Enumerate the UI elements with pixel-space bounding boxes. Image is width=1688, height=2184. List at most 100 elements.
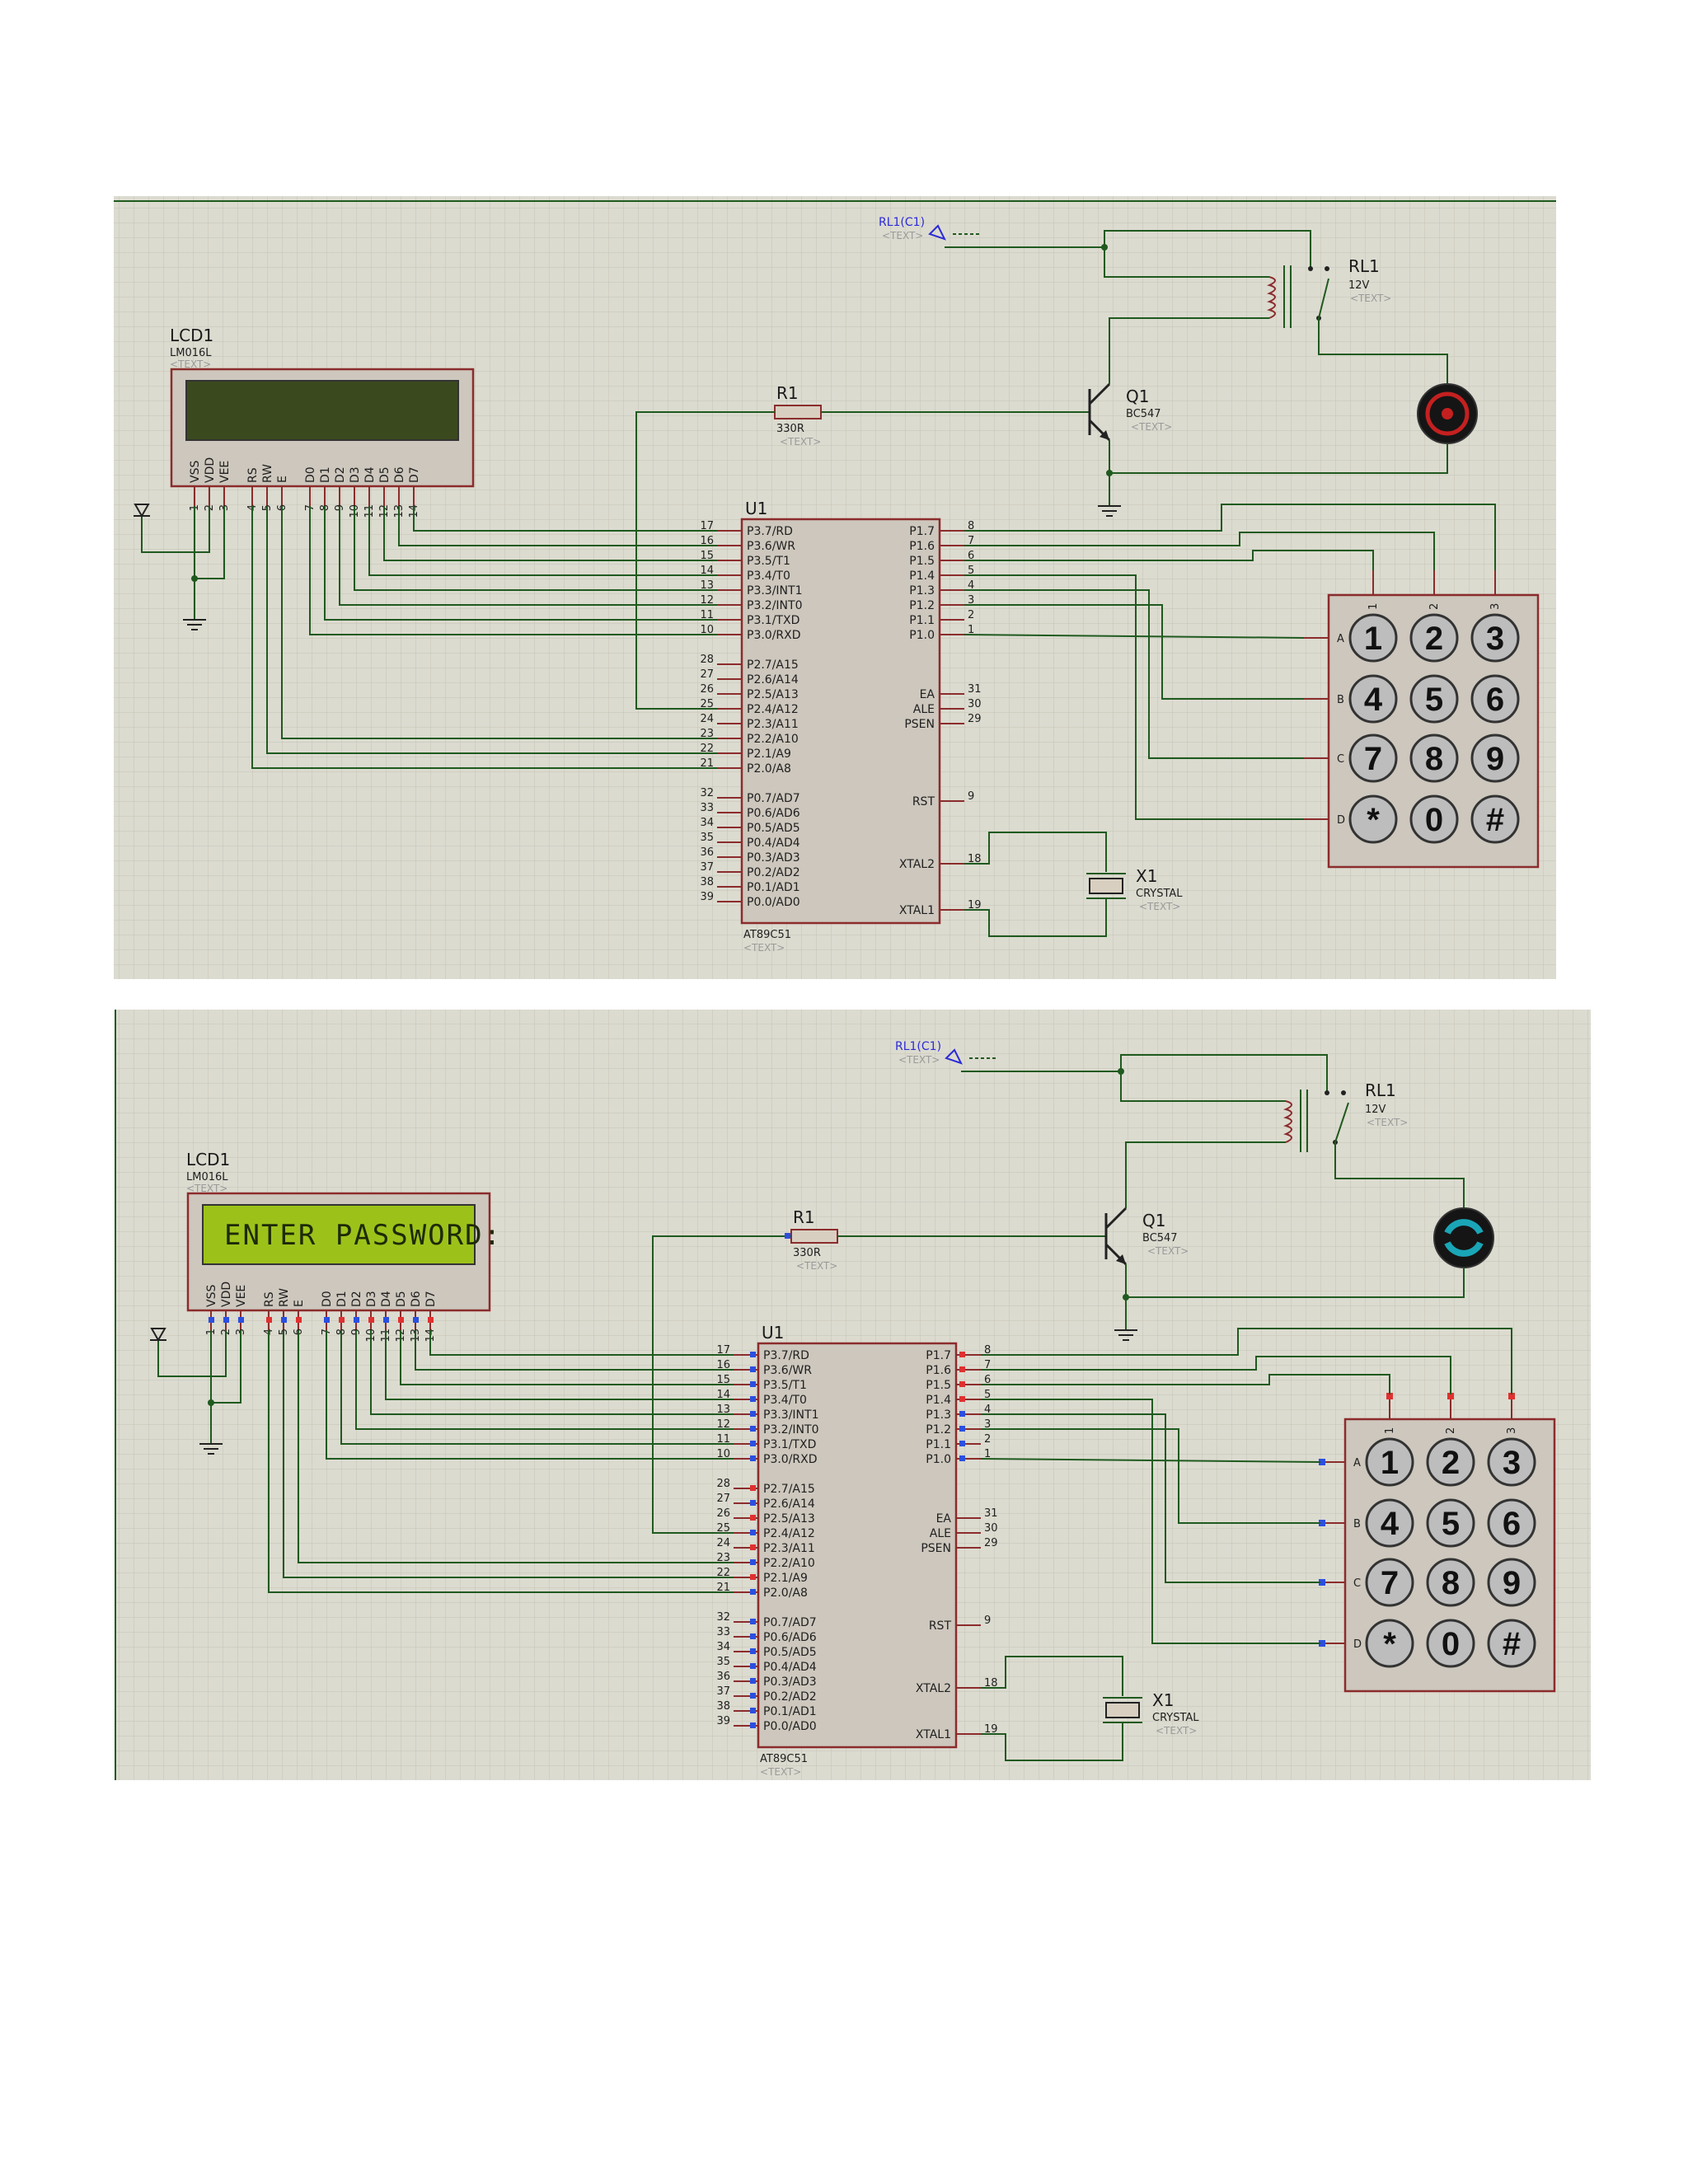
- keypad-key-7[interactable]: [1365, 1558, 1414, 1607]
- pin-state-indicator: [959, 1366, 965, 1372]
- mcu-pin-name: P2.7/A15: [747, 658, 799, 672]
- keypad-key-2[interactable]: [1409, 613, 1459, 663]
- mcu-pin-number: 13: [716, 1404, 730, 1416]
- keypad-key-9[interactable]: [1487, 1558, 1536, 1607]
- lcd-pin-name: D1: [335, 1291, 349, 1307]
- pin-state-indicator: [959, 1411, 965, 1417]
- mcu-pin-number: 37: [700, 861, 714, 874]
- mcu-pin-name: P3.1/TXD: [763, 1438, 816, 1451]
- keypad-key-5[interactable]: [1409, 674, 1459, 724]
- mcu-pin-number: 22: [716, 1567, 730, 1579]
- keypad-key-1[interactable]: [1365, 1437, 1414, 1487]
- mcu-pin-number: 14: [700, 565, 714, 577]
- pin-state-indicator: [750, 1381, 756, 1387]
- pin-state-indicator: [959, 1426, 965, 1432]
- pin-state-indicator: [209, 1317, 214, 1323]
- keypad-row-label: A: [1337, 633, 1344, 645]
- pin-state-indicator: [750, 1396, 756, 1402]
- lcd-data-wire: [398, 506, 717, 546]
- keypad-key-label: 8: [1442, 1565, 1460, 1601]
- keypad-key-1[interactable]: [1348, 613, 1398, 663]
- mcu-pin-name: P2.3/A11: [747, 718, 799, 731]
- mcu-model: AT89C51: [743, 929, 791, 941]
- keypad-col3-wire: [981, 1328, 1512, 1394]
- keypad-key-#[interactable]: [1470, 794, 1520, 844]
- keypad-col1-wire: [981, 1374, 1390, 1394]
- pin-state-indicator: [750, 1426, 756, 1432]
- keypad-key-3[interactable]: [1470, 613, 1520, 663]
- mcu-pin-name: P0.4/AD4: [763, 1661, 817, 1674]
- lcd-vdd-wire: [141, 506, 210, 553]
- keypad-key-label: 0: [1425, 802, 1443, 838]
- keypad-key-9[interactable]: [1470, 733, 1520, 783]
- mcu-pin-name: EA: [920, 688, 935, 701]
- keypad-key-*[interactable]: [1365, 1619, 1414, 1668]
- mcu-pin-name: P1.6: [926, 1364, 951, 1377]
- keypad-key-6[interactable]: [1470, 674, 1520, 724]
- lcd-pin-name: E: [276, 476, 289, 483]
- mcu-pin-name: P1.4: [909, 569, 935, 583]
- mcu-pin-name: PSEN: [904, 718, 935, 731]
- keypad-key-8[interactable]: [1409, 733, 1459, 783]
- keypad-key-4[interactable]: [1348, 674, 1398, 724]
- transistor-ref: Q1: [1126, 387, 1149, 406]
- lcd-data-wire: [385, 1330, 734, 1400]
- pin-state-indicator: [398, 1317, 404, 1323]
- relay-ref: RL1: [1348, 256, 1380, 276]
- keypad-key-4[interactable]: [1365, 1498, 1414, 1548]
- keypad-key-8[interactable]: [1426, 1558, 1475, 1607]
- keypad-key-5[interactable]: [1426, 1498, 1475, 1548]
- lcd-data-wire: [383, 506, 717, 561]
- mcu-pin-name: P0.5/AD5: [763, 1646, 817, 1659]
- keypad-key-3[interactable]: [1487, 1437, 1536, 1487]
- keypad-key-2[interactable]: [1426, 1437, 1475, 1487]
- mcu-pin-number: 24: [700, 713, 714, 725]
- keypad-key-*[interactable]: [1348, 794, 1398, 844]
- lcd-data-wire: [355, 1330, 734, 1430]
- mcu-pin-number: 7: [984, 1359, 991, 1371]
- lcd-text: <TEXT>: [170, 359, 211, 370]
- keypad-key-0[interactable]: [1409, 794, 1459, 844]
- mcu-pin-name: RST: [929, 1619, 952, 1633]
- motor-ring: [1425, 391, 1470, 436]
- relay-switch-arm: [1334, 1102, 1349, 1143]
- lcd-ctrl-wire: [283, 1330, 734, 1578]
- keypad-key-6[interactable]: [1487, 1498, 1536, 1548]
- pin-state-indicator: [1447, 1393, 1454, 1399]
- mcu-pin-name: P3.4/T0: [747, 569, 790, 583]
- lcd-pin-name: D3: [349, 466, 362, 483]
- pin-state-indicator: [223, 1317, 229, 1323]
- relay-probe-text: <TEXT>: [882, 230, 923, 241]
- crystal-body: [1105, 1702, 1140, 1718]
- keypad-key-#[interactable]: [1487, 1619, 1536, 1668]
- mcu-pin-name: P0.2/AD2: [763, 1690, 817, 1704]
- lcd-data-wire: [370, 1330, 734, 1415]
- resistor-value: 330R: [793, 1247, 821, 1259]
- mcu-pin-number: 23: [700, 728, 714, 740]
- lcd-pin-name: D3: [365, 1291, 378, 1307]
- crystal-model: CRYSTAL: [1152, 1712, 1199, 1724]
- ground-symbol: [1114, 1329, 1137, 1341]
- pin-state-indicator: [1386, 1393, 1393, 1399]
- mcu-pin-number: 15: [716, 1374, 730, 1386]
- resistor-ref: R1: [776, 383, 799, 403]
- crystal-text: <TEXT>: [1156, 1725, 1197, 1736]
- mcu-pin-name: P0.1/AD1: [747, 881, 800, 894]
- keypad-key-0[interactable]: [1426, 1619, 1475, 1668]
- motor-arc: [1444, 1219, 1484, 1235]
- mcu-pin-number: 24: [716, 1537, 730, 1549]
- pin-state-indicator: [354, 1317, 359, 1323]
- lcd-ctrl-wire: [251, 506, 717, 769]
- mcu-ref: U1: [745, 499, 767, 518]
- keypad-key-7[interactable]: [1348, 733, 1398, 783]
- mcu-pin-number: 26: [716, 1507, 730, 1520]
- mcu-pin-name: P3.3/INT1: [763, 1408, 818, 1422]
- coil-to-collector-wire: [1125, 1141, 1286, 1208]
- keypad-key-label: 4: [1381, 1506, 1400, 1542]
- mcu-pin-number: 23: [716, 1552, 730, 1564]
- xtal2-wire: [981, 1656, 1123, 1696]
- mcu-pin-name: P1.0: [909, 629, 935, 642]
- mcu-pin-number: 22: [700, 743, 714, 755]
- mcu-pin-name: P1.0: [926, 1453, 951, 1466]
